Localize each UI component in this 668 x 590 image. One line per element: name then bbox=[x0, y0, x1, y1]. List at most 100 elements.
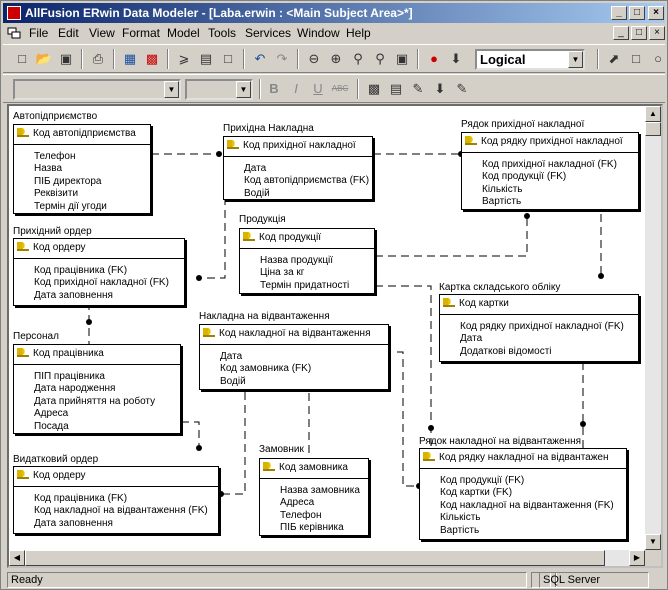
attribute: Вартість bbox=[482, 196, 522, 208]
menu-file[interactable]: File bbox=[29, 26, 49, 40]
font-size-select[interactable]: ▼ bbox=[185, 79, 253, 100]
attribute: Дата заповнення bbox=[34, 517, 113, 529]
comment-icon[interactable]: □ bbox=[224, 51, 232, 66]
entity-kartka-obliku[interactable]: Код картки Код рядку прихідної накладної… bbox=[439, 294, 639, 362]
zoom-in-icon[interactable]: ⊕ bbox=[330, 51, 342, 66]
mdi-minimize-button[interactable]: _ bbox=[613, 26, 629, 40]
window-title: AllFusion ERwin Data Modeler - [Laba.erw… bbox=[25, 6, 413, 20]
menu-help[interactable]: Help bbox=[346, 26, 371, 40]
save-icon[interactable]: ▣ bbox=[59, 51, 73, 66]
menu-format[interactable]: Format bbox=[122, 26, 161, 40]
menu-model[interactable]: Model bbox=[167, 26, 200, 40]
attribute: ПІБ директора bbox=[34, 175, 102, 187]
attribute: Дата прийняття на роботу bbox=[34, 395, 156, 407]
toolbar-separator bbox=[167, 49, 169, 69]
entity-avtopidpryiemstvo[interactable]: Код автопідприємства Телефон Назва ПІБ д… bbox=[13, 124, 151, 214]
pointer-icon[interactable]: ⬈ bbox=[608, 51, 620, 66]
fill-color-icon[interactable]: ▤ bbox=[389, 81, 403, 96]
display-icon[interactable]: ▤ bbox=[199, 51, 213, 66]
attribute: Дата bbox=[220, 351, 243, 362]
status-bar: Ready SQL Server bbox=[3, 571, 665, 589]
zoom-area-icon[interactable]: ▣ bbox=[395, 51, 409, 66]
entity-title: Прихідна Накладна bbox=[223, 123, 314, 134]
redo-icon[interactable]: ↷ bbox=[276, 51, 288, 66]
color-icon[interactable]: ▩ bbox=[145, 51, 159, 66]
attribute: Водій bbox=[220, 375, 246, 387]
scroll-down-icon[interactable]: ▼ bbox=[645, 534, 661, 550]
attribute: Телефон bbox=[280, 509, 322, 521]
menu-edit[interactable]: Edit bbox=[58, 26, 79, 40]
view-mode-select[interactable]: Logical ▼ bbox=[475, 49, 585, 70]
toolbar-separator bbox=[417, 49, 419, 69]
relation-icon[interactable]: ● bbox=[430, 51, 438, 66]
menu-window[interactable]: Window bbox=[297, 26, 340, 40]
entity-produktsiia[interactable]: Код продукції Назва продукції Ціна за кг… bbox=[239, 228, 375, 294]
dropdown-icon[interactable]: ⬇ bbox=[450, 51, 462, 66]
attribute: Вартість bbox=[440, 524, 480, 536]
entity-riadok-vidvantazhennia[interactable]: Код рядку накладної на відвантажен Код п… bbox=[419, 448, 627, 540]
scroll-left-icon[interactable]: ◀ bbox=[9, 550, 25, 566]
view-tool-icon[interactable]: ○ bbox=[654, 51, 662, 66]
entity-nakladna-vidvantazhennia[interactable]: Код накладної на відвантаження Дата Код … bbox=[199, 324, 389, 390]
diagram-canvas[interactable]: Автопідприємство Код автопідприємства Те… bbox=[7, 104, 663, 568]
format-toolbar: ▼ ▼ B I U ABC ▩ ▤ ✎ ⬇ ✎ bbox=[3, 74, 665, 103]
toolbar-separator bbox=[259, 79, 261, 99]
line-color-icon[interactable]: ✎ bbox=[412, 81, 424, 96]
menu-view[interactable]: View bbox=[89, 26, 115, 40]
undo-icon[interactable]: ↶ bbox=[254, 51, 266, 66]
new-icon[interactable]: □ bbox=[18, 51, 26, 66]
chevron-down-icon[interactable]: ▼ bbox=[568, 51, 583, 68]
zoom-fit-icon[interactable]: ⚲ bbox=[353, 51, 363, 66]
underline-button[interactable]: U bbox=[313, 81, 323, 96]
entity-prykhidna-nakladna[interactable]: Код прихідної накладної Дата Код автопід… bbox=[223, 136, 373, 200]
primary-key: Код прихідної накладної bbox=[243, 140, 356, 151]
zoom-out-icon[interactable]: ⊖ bbox=[308, 51, 320, 66]
arrow-down-icon[interactable]: ⬇ bbox=[434, 81, 446, 96]
primary-key: Код продукції bbox=[259, 232, 322, 243]
key-icon bbox=[17, 128, 29, 137]
horizontal-scrollbar[interactable]: ◀ ▶ bbox=[9, 550, 645, 566]
scroll-right-icon[interactable]: ▶ bbox=[629, 550, 645, 566]
open-icon[interactable]: 📂 bbox=[35, 51, 53, 66]
menu-tools[interactable]: Tools bbox=[208, 26, 237, 40]
entity-icon[interactable]: ▦ bbox=[123, 51, 137, 66]
print-icon[interactable]: ⎙ bbox=[92, 51, 104, 66]
close-button[interactable]: × bbox=[648, 6, 664, 20]
chevron-down-icon[interactable]: ▼ bbox=[236, 81, 251, 98]
attribute: Дата заповнення bbox=[34, 289, 113, 301]
entity-tool-icon[interactable]: □ bbox=[632, 51, 640, 66]
pin-icon[interactable]: ⩾ bbox=[178, 51, 190, 66]
attribute: Водій bbox=[244, 187, 270, 199]
rel-nakladna-vydatk bbox=[221, 392, 246, 495]
vertical-scrollbar[interactable]: ▲ ▼ bbox=[645, 106, 661, 550]
entity-prykhidnyi-order[interactable]: Код ордеру Код працівника (FK) Код прихі… bbox=[13, 238, 185, 306]
mdi-restore-button[interactable]: □ bbox=[631, 26, 647, 40]
entity-riadok-prykhidnoi[interactable]: Код рядку прихідної накладної Код прихід… bbox=[461, 132, 639, 210]
entity-personal[interactable]: Код працівника ПІП працівника Дата народ… bbox=[13, 344, 181, 434]
maximize-button[interactable]: □ bbox=[629, 6, 645, 20]
key-icon bbox=[423, 452, 435, 461]
italic-button[interactable]: I bbox=[294, 81, 298, 96]
primary-key: Код ордеру bbox=[33, 470, 86, 481]
entity-vydatkovyi-order[interactable]: Код ордеру Код працівника (FK) Код накла… bbox=[13, 466, 219, 534]
title-bar: AllFusion ERwin Data Modeler - [Laba.erw… bbox=[3, 3, 665, 23]
entity-zamovnyk[interactable]: Код замовника Назва замовника Адреса Тел… bbox=[259, 458, 369, 536]
font-select[interactable]: ▼ bbox=[13, 79, 181, 100]
mdi-close-button[interactable]: × bbox=[649, 26, 665, 40]
attribute: Адреса bbox=[280, 497, 315, 509]
font-color-icon[interactable]: ▩ bbox=[367, 81, 381, 96]
attribute: Код продукції (FK) bbox=[482, 171, 567, 183]
strikethrough-button[interactable]: ABC bbox=[331, 84, 349, 93]
chevron-down-icon[interactable]: ▼ bbox=[164, 81, 179, 98]
scroll-up-icon[interactable]: ▲ bbox=[645, 106, 661, 122]
attribute: Код рядку прихідної накладної (FK) bbox=[460, 321, 624, 332]
scroll-thumb[interactable] bbox=[645, 122, 661, 136]
pen-icon[interactable]: ✎ bbox=[456, 81, 468, 96]
zoom-actual-icon[interactable]: ⚲ bbox=[375, 51, 385, 66]
minimize-button[interactable]: _ bbox=[611, 6, 627, 20]
bold-button[interactable]: B bbox=[269, 81, 279, 96]
scroll-thumb[interactable] bbox=[25, 550, 605, 566]
menu-services[interactable]: Services bbox=[245, 26, 292, 40]
document-icon[interactable] bbox=[7, 26, 21, 40]
erwin-app-icon bbox=[7, 6, 21, 20]
